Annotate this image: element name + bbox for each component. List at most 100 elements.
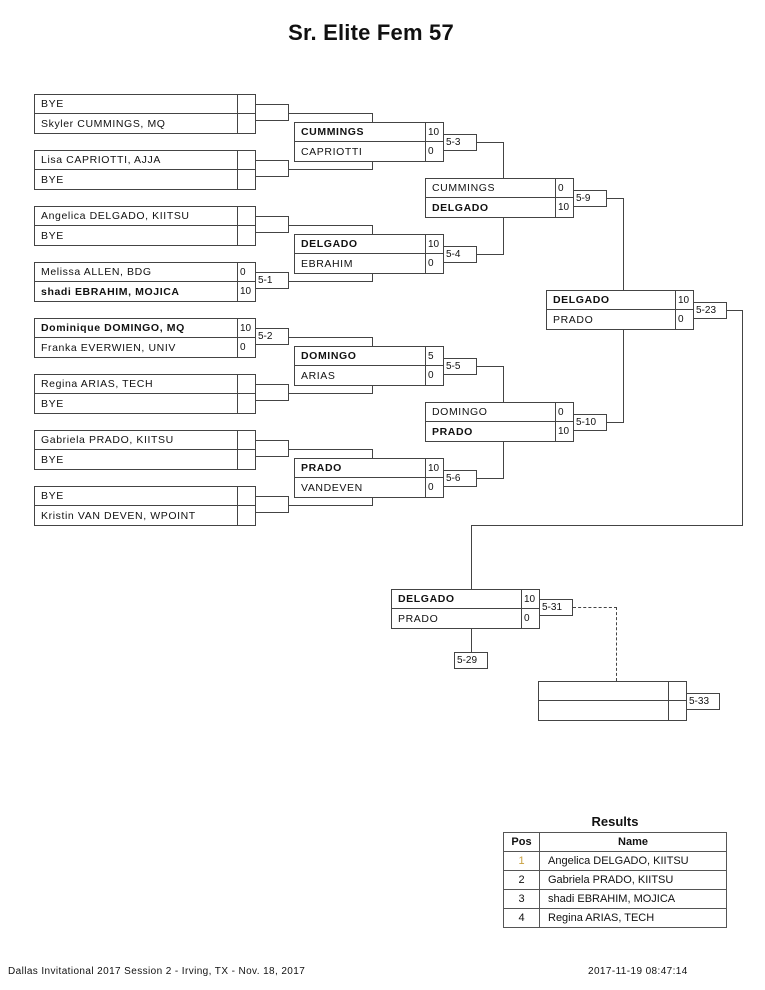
- competitor-name: BYE: [41, 229, 64, 242]
- match-number-label: 5-5: [443, 358, 477, 375]
- competitor-slot[interactable]: Kristin VAN DEVEN, WPOINT: [35, 506, 255, 525]
- pending-match[interactable]: [538, 681, 687, 721]
- competitor-slot[interactable]: Angelica DELGADO, KIITSU: [35, 207, 255, 226]
- connector-line: [372, 273, 373, 282]
- competitor-name: PRADO: [398, 612, 439, 625]
- competitor-score: [668, 682, 686, 700]
- connector-line: [471, 525, 472, 590]
- match-number-label: 5-2: [255, 328, 289, 345]
- connector-line: [606, 198, 624, 199]
- competitor-name: BYE: [41, 397, 64, 410]
- competitor-slot[interactable]: DOMINGO 0: [426, 403, 573, 422]
- result-name: Gabriela PRADO, KIITSU: [539, 870, 727, 890]
- connector-line: [742, 310, 743, 526]
- competitor-name: CUMMINGS: [432, 182, 496, 194]
- competitor-name: shadi EBRAHIM, MOJICA: [41, 285, 180, 298]
- connector-line: [289, 281, 373, 282]
- competitor-name: Angelica DELGADO, KIITSU: [41, 210, 190, 222]
- connector-line: [503, 217, 504, 255]
- connector-line: [372, 385, 373, 394]
- connector-line: [372, 497, 373, 506]
- result-pos: 2: [503, 870, 540, 890]
- competitor-slot[interactable]: Skyler CUMMINGS, MQ: [35, 114, 255, 133]
- round1-match[interactable]: BYE Skyler CUMMINGS, MQ: [34, 94, 256, 134]
- competitor-slot[interactable]: [539, 701, 686, 720]
- competitor-score: 10: [237, 282, 255, 301]
- competitor-slot[interactable]: Gabriela PRADO, KIITSU: [35, 431, 255, 450]
- round1-match[interactable]: Angelica DELGADO, KIITSU BYE: [34, 206, 256, 246]
- competitor-slot[interactable]: Regina ARIAS, TECH: [35, 375, 255, 394]
- competitor-slot[interactable]: VANDEVEN 0: [295, 478, 443, 497]
- competitor-slot[interactable]: [539, 682, 686, 701]
- competitor-slot[interactable]: Lisa CAPRIOTTI, AJJA: [35, 151, 255, 170]
- competitor-name: VANDEVEN: [301, 481, 363, 494]
- match-number-label: 5-3: [443, 134, 477, 151]
- dashed-connector: [573, 607, 617, 608]
- competitor-slot[interactable]: BYE: [35, 226, 255, 245]
- competitor-slot[interactable]: PRADO 10: [295, 459, 443, 478]
- match-number-label: [255, 216, 289, 233]
- competitor-score: 10: [675, 291, 693, 309]
- competitor-slot[interactable]: BYE: [35, 394, 255, 413]
- competitor-slot[interactable]: BYE: [35, 95, 255, 114]
- connector-line: [372, 225, 373, 235]
- competitor-slot[interactable]: BYE: [35, 487, 255, 506]
- results-row: 4 Regina ARIAS, TECH: [503, 908, 727, 928]
- results-title: Results: [591, 814, 639, 829]
- results-row: 1 Angelica DELGADO, KIITSU: [503, 851, 727, 871]
- connector-line: [471, 525, 743, 526]
- results-row: 2 Gabriela PRADO, KIITSU: [503, 870, 727, 890]
- competitor-name: Skyler CUMMINGS, MQ: [41, 117, 166, 130]
- competitor-slot[interactable]: BYE: [35, 450, 255, 469]
- connector-line: [606, 422, 624, 423]
- competitor-score: [237, 375, 255, 393]
- pos-header: Pos: [503, 832, 540, 852]
- competitor-score: 10: [425, 459, 443, 477]
- competitor-name: DOMINGO: [301, 350, 357, 362]
- results-header-row: Pos Name: [503, 832, 727, 852]
- connector-line: [372, 113, 373, 123]
- round1-match[interactable]: Regina ARIAS, TECH BYE: [34, 374, 256, 414]
- competitor-slot[interactable]: BYE: [35, 170, 255, 189]
- result-name: Regina ARIAS, TECH: [539, 908, 727, 928]
- competitor-name: DOMINGO: [432, 406, 488, 418]
- match-number-label: 5-6: [443, 470, 477, 487]
- competitor-slot[interactable]: shadi EBRAHIM, MOJICA 10: [35, 282, 255, 301]
- competitor-score: 0: [555, 403, 573, 421]
- competitor-name: PRADO: [301, 462, 342, 474]
- connector-line: [289, 393, 373, 394]
- dashed-connector: [616, 607, 617, 681]
- competitor-name: Dominique DOMINGO, MQ: [41, 322, 185, 334]
- connector-line: [372, 449, 373, 459]
- competitor-score: 0: [425, 478, 443, 497]
